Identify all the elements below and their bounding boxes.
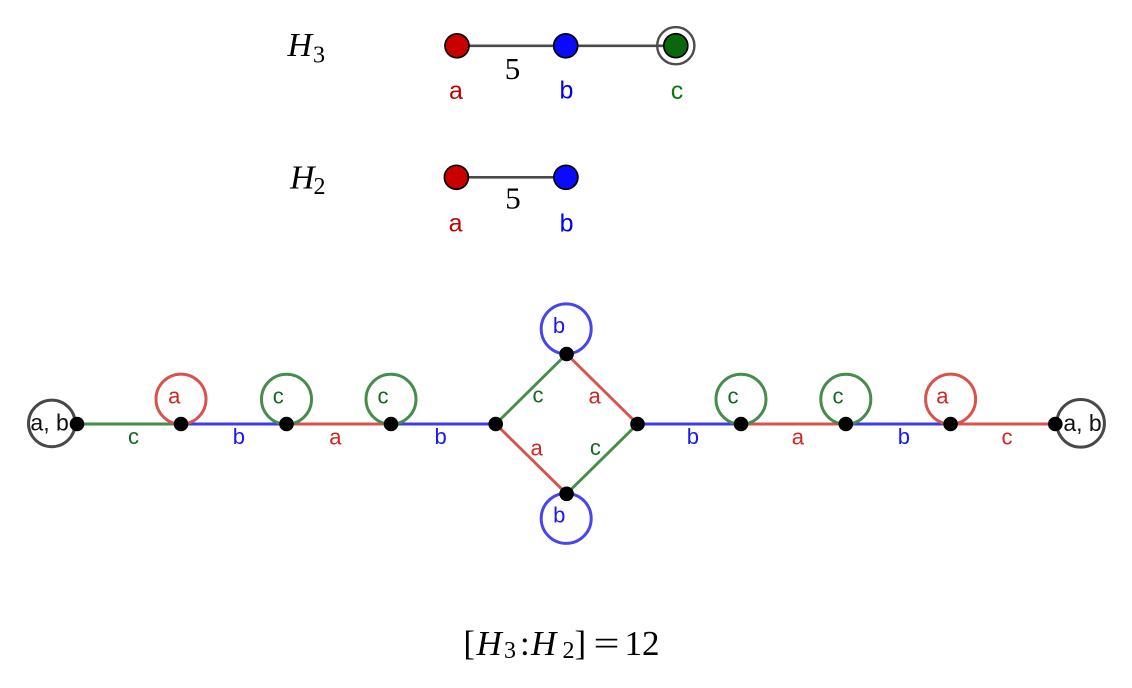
svg-text:b: b xyxy=(553,313,565,338)
svg-text:a, b: a, b xyxy=(30,410,68,436)
svg-text:H: H xyxy=(289,160,317,197)
svg-text:c: c xyxy=(273,384,284,409)
svg-text:c: c xyxy=(378,384,389,409)
svg-text:=: = xyxy=(594,624,620,663)
svg-text:H: H xyxy=(476,624,504,663)
svg-text:a: a xyxy=(588,384,601,409)
svg-text:a: a xyxy=(329,425,342,450)
svg-text:c: c xyxy=(1002,425,1013,450)
svg-text:12: 12 xyxy=(625,624,660,663)
svg-text:b: b xyxy=(559,76,573,104)
svg-text:b: b xyxy=(233,424,245,449)
svg-text:b: b xyxy=(560,210,574,238)
svg-text:c: c xyxy=(833,384,844,409)
svg-text:b: b xyxy=(553,502,565,527)
svg-text:a: a xyxy=(449,77,463,105)
svg-text:c: c xyxy=(128,424,139,449)
svg-text:]: ] xyxy=(575,624,587,663)
svg-text:b: b xyxy=(898,424,910,449)
svg-text:c: c xyxy=(671,77,684,105)
svg-text:H: H xyxy=(530,624,558,663)
svg-text:c: c xyxy=(590,435,601,460)
svg-text:a: a xyxy=(936,384,949,409)
svg-text::: : xyxy=(520,624,530,663)
svg-text:a: a xyxy=(530,435,543,460)
svg-text:5: 5 xyxy=(505,51,521,86)
svg-text:3: 3 xyxy=(504,638,516,664)
svg-text:b: b xyxy=(687,424,699,449)
svg-text:b: b xyxy=(434,424,446,449)
svg-text:a: a xyxy=(449,210,463,238)
svg-text:a: a xyxy=(792,425,805,450)
svg-text:a: a xyxy=(168,384,181,409)
svg-text:c: c xyxy=(728,384,739,409)
svg-text:2: 2 xyxy=(314,174,326,200)
svg-text:5: 5 xyxy=(505,181,521,216)
svg-text:[: [ xyxy=(463,624,475,663)
svg-text:H: H xyxy=(287,27,315,64)
svg-text:3: 3 xyxy=(313,42,325,68)
svg-text:a, b: a, b xyxy=(1063,410,1101,436)
svg-text:c: c xyxy=(533,382,544,407)
svg-text:2: 2 xyxy=(563,638,575,664)
